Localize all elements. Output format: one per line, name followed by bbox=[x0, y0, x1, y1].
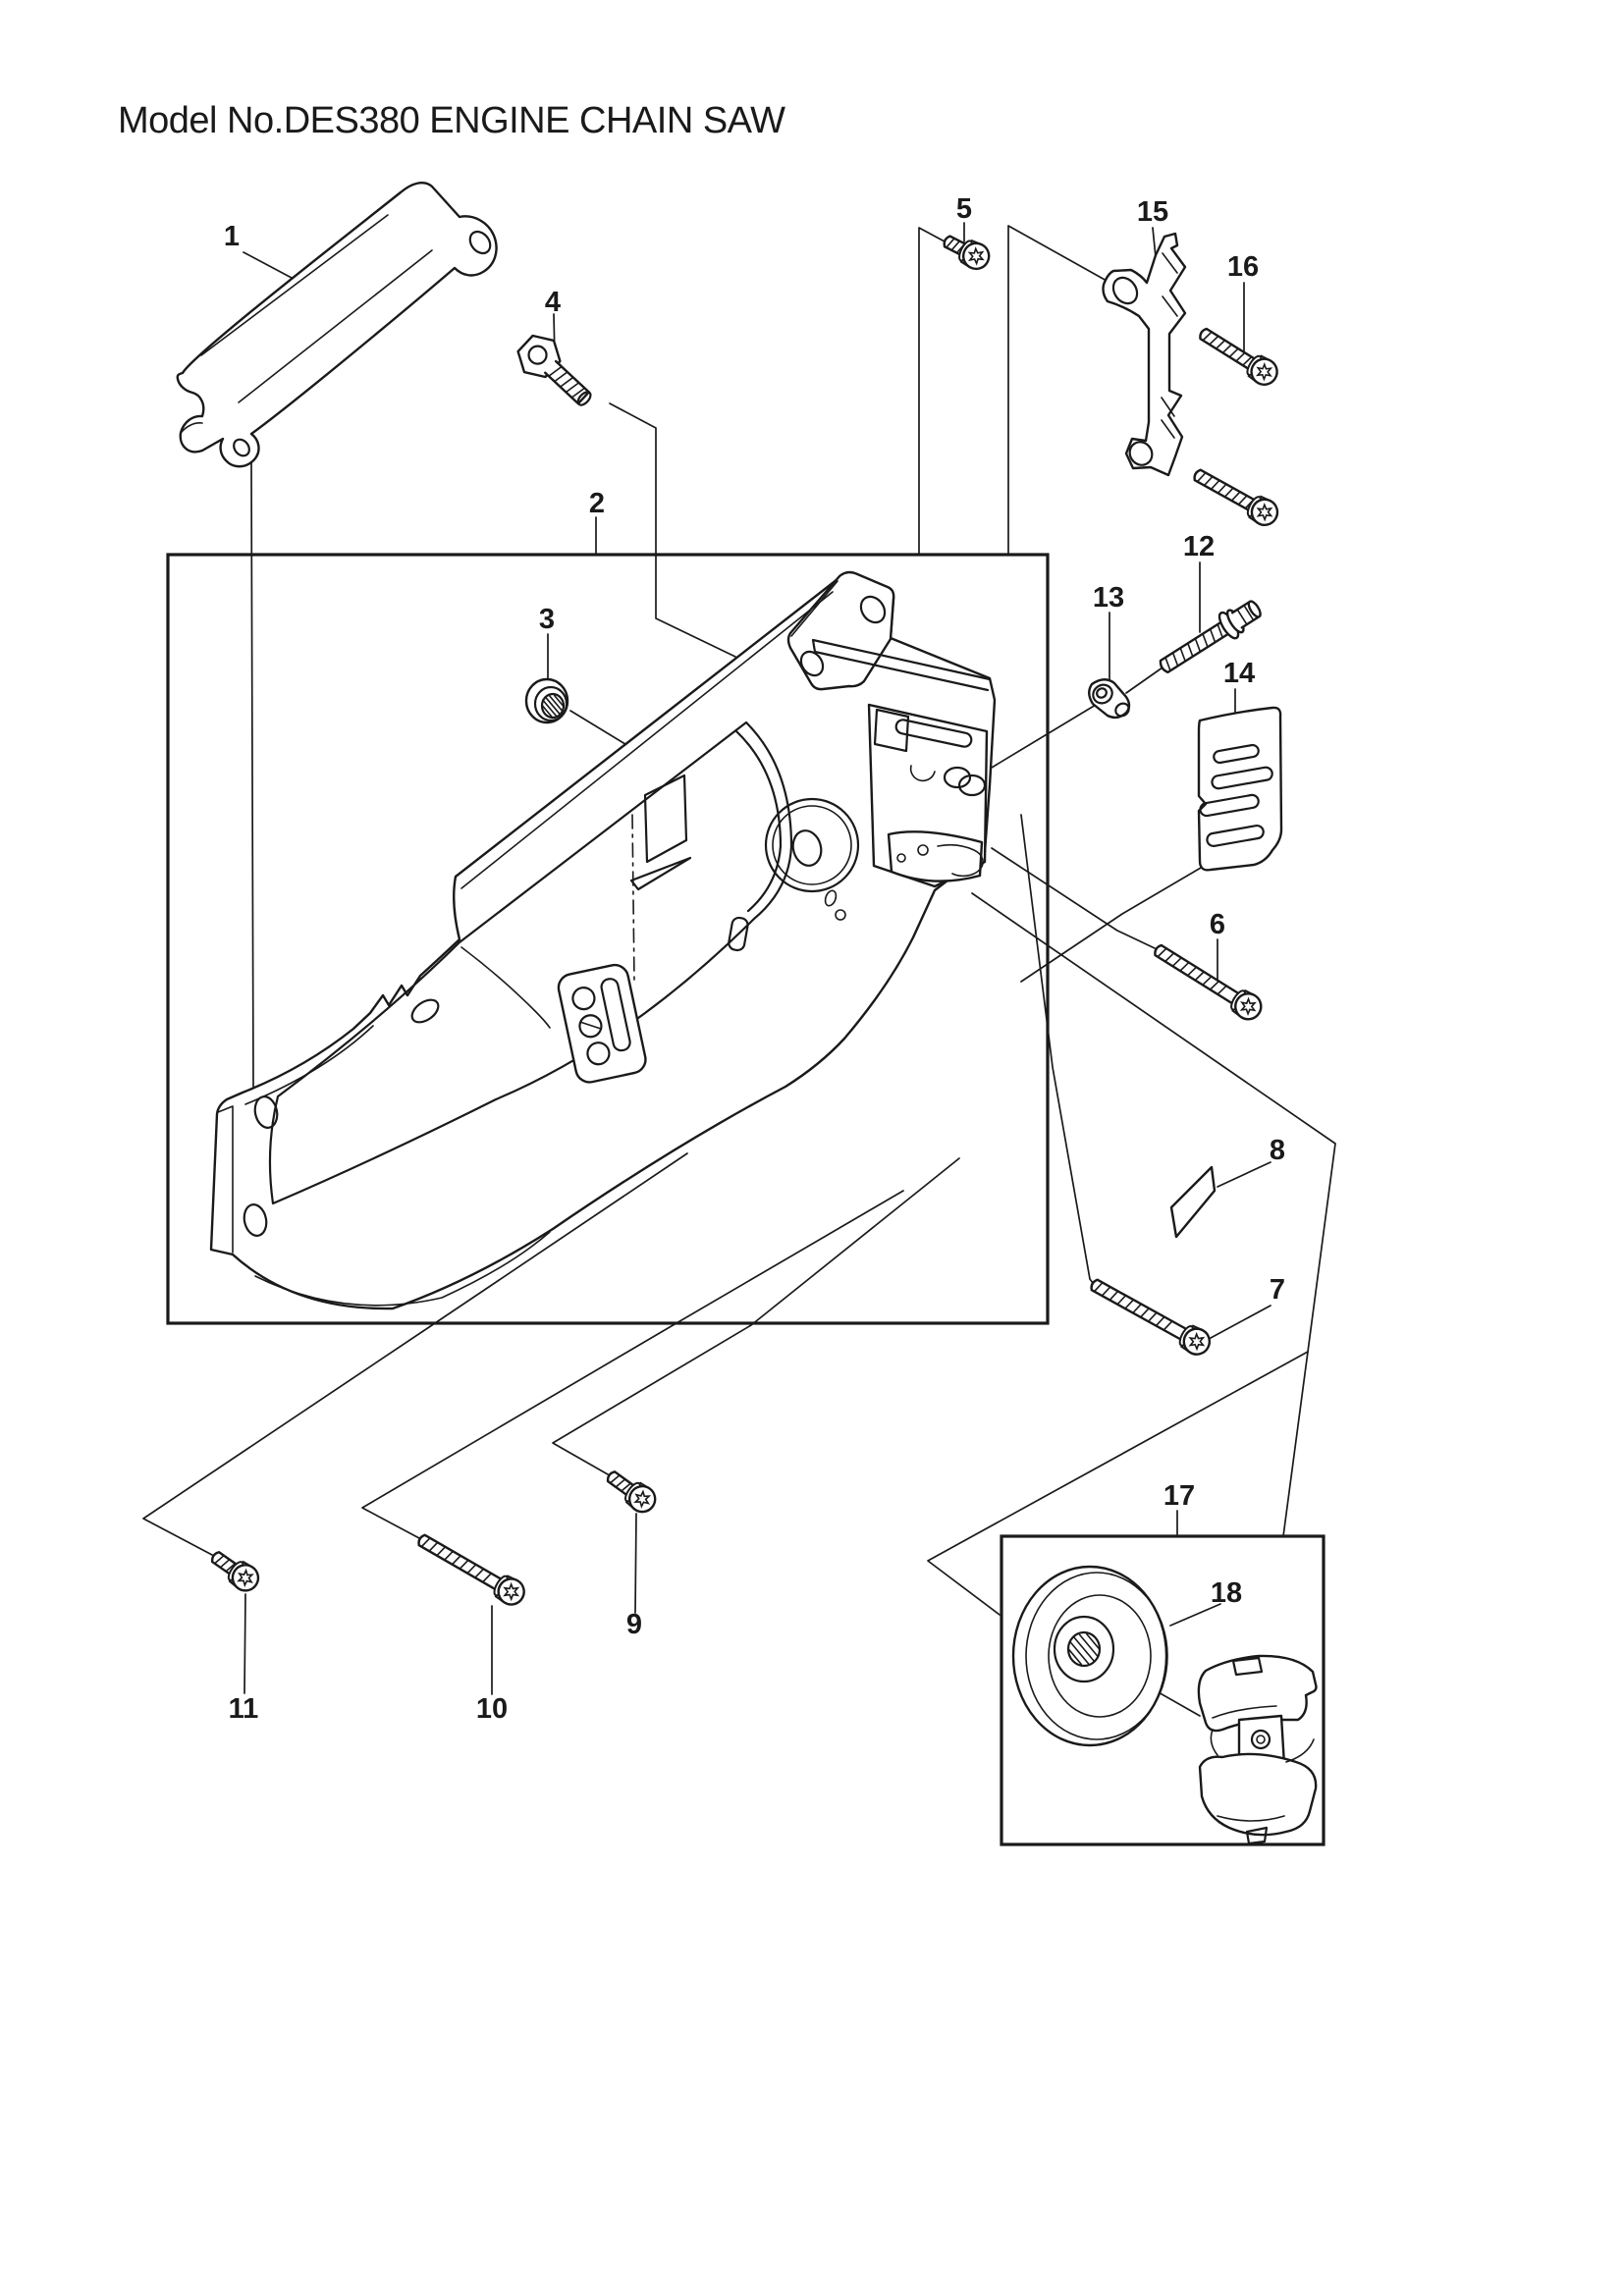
spike-thickness-lines bbox=[1161, 252, 1178, 439]
leader-part-17-install-a bbox=[971, 892, 1336, 1537]
part-label-14: 14 bbox=[1223, 658, 1255, 689]
housing-slot bbox=[728, 916, 749, 952]
part-15-spike-bumper bbox=[1102, 232, 1187, 477]
bearing-splines bbox=[541, 694, 566, 719]
diagram-title: Model No.DES380 ENGINE CHAIN SAW bbox=[118, 100, 785, 141]
leader-part-6-install bbox=[991, 847, 1156, 949]
part-label-18: 18 bbox=[1211, 1577, 1242, 1609]
foot-hole-upper bbox=[253, 1095, 279, 1129]
housing-centerline bbox=[631, 814, 635, 983]
bracket-hole-upper bbox=[859, 595, 887, 624]
part-label-3: 3 bbox=[539, 604, 555, 635]
part-12-stud-bolt bbox=[1159, 600, 1262, 674]
part-2-frame-box bbox=[166, 553, 1050, 1325]
foot-hole-lower bbox=[243, 1203, 268, 1237]
part-label-1: 1 bbox=[224, 221, 240, 252]
part-8-plate bbox=[1169, 1165, 1217, 1239]
part-number-labels: 1 2 3 4 5 6 7 8 9 10 11 12 13 14 15 16 1… bbox=[224, 193, 1285, 1725]
leader-part-1-install bbox=[250, 462, 254, 1088]
crank-bore-outer bbox=[764, 797, 860, 893]
part-9-screw bbox=[606, 1470, 662, 1519]
part-label-11: 11 bbox=[229, 1693, 259, 1725]
part-7-bolt bbox=[1090, 1278, 1216, 1361]
crank-bore-hub bbox=[791, 829, 823, 867]
leader-part-17-install-b bbox=[927, 1351, 1309, 1616]
part-16-bolt-a bbox=[1199, 327, 1283, 391]
part-label-6: 6 bbox=[1210, 909, 1225, 940]
part-label-10: 10 bbox=[476, 1693, 508, 1725]
part-11-screw bbox=[210, 1551, 265, 1597]
leader-part-9-install bbox=[552, 1157, 960, 1475]
part-label-13: 13 bbox=[1093, 582, 1124, 614]
leader-part-12-axis bbox=[1125, 667, 1163, 694]
part-label-8: 8 bbox=[1270, 1135, 1285, 1166]
housing-guard-band bbox=[734, 729, 783, 913]
part-17-clutch-drum bbox=[1011, 1565, 1168, 1747]
housing-carb-block bbox=[867, 703, 989, 888]
housing-guide-plate bbox=[643, 774, 688, 864]
part-16-bolt-b bbox=[1193, 468, 1283, 531]
leader-part-10-install bbox=[361, 1190, 904, 1539]
spike-hole-upper bbox=[1111, 276, 1139, 305]
bracket-hole-lower bbox=[799, 650, 825, 677]
crank-bore-rim bbox=[772, 805, 852, 885]
leader-part-5-install bbox=[918, 227, 946, 556]
part-label-9: 9 bbox=[626, 1609, 642, 1640]
drum-splines bbox=[1067, 1632, 1101, 1666]
handle-facet-lines bbox=[200, 214, 433, 403]
part-17-frame-box bbox=[1000, 1534, 1325, 1846]
leader-part-14-install bbox=[1020, 867, 1202, 983]
leader-part-4-install bbox=[609, 402, 736, 658]
part-10-screw bbox=[417, 1533, 530, 1611]
leader-part-7-install bbox=[1020, 814, 1094, 1284]
handle-eyelet-hole-lower bbox=[233, 438, 250, 457]
part-18-clutch-assembly bbox=[1197, 1654, 1318, 1845]
housing-foot-edge bbox=[217, 1105, 234, 1254]
housing-slab-edge bbox=[460, 591, 834, 889]
leader-part-9 bbox=[634, 1513, 637, 1614]
leader-lines bbox=[142, 222, 1336, 1717]
housing-outline bbox=[209, 572, 997, 1310]
housing-neck-line bbox=[460, 946, 551, 1029]
leader-part-11 bbox=[243, 1593, 246, 1694]
housing-guide-wedge bbox=[629, 856, 692, 891]
housing-shell-echo bbox=[254, 1231, 551, 1307]
leader-part-18 bbox=[1169, 1603, 1221, 1627]
part-label-17: 17 bbox=[1163, 1480, 1195, 1512]
leader-part-11-install bbox=[142, 1152, 688, 1556]
guard-plate-slots bbox=[1199, 743, 1273, 847]
part-3-needle-bearing bbox=[524, 677, 569, 724]
part-label-15: 15 bbox=[1137, 196, 1168, 228]
part-label-16: 16 bbox=[1227, 251, 1259, 283]
part-5-screw bbox=[943, 235, 995, 275]
part-2-crankcase-housing bbox=[209, 570, 997, 1310]
leader-part-7 bbox=[1210, 1305, 1271, 1339]
housing-deck-pad bbox=[811, 638, 992, 692]
part-4-socket-bolt bbox=[516, 334, 592, 406]
handle-eyelet-hole-upper bbox=[468, 230, 492, 255]
part-label-12: 12 bbox=[1183, 531, 1215, 562]
part-6-bolt bbox=[1154, 943, 1268, 1026]
part-1-handle-cover bbox=[176, 181, 498, 468]
part-13-pivot-fitting bbox=[1088, 678, 1131, 720]
housing-opening bbox=[268, 721, 793, 1205]
leader-part-15-install bbox=[1007, 225, 1116, 556]
part-label-2: 2 bbox=[589, 488, 605, 519]
part-14-guard-plate bbox=[1197, 706, 1283, 872]
housing-top-bracket bbox=[786, 570, 895, 691]
housing-grip-plate bbox=[557, 963, 647, 1084]
part-label-7: 7 bbox=[1270, 1274, 1285, 1306]
leader-part-8 bbox=[1217, 1161, 1271, 1188]
part-label-5: 5 bbox=[956, 193, 972, 225]
spike-hole-lower bbox=[1128, 441, 1154, 466]
handle-top-oval bbox=[410, 998, 440, 1024]
part-label-4: 4 bbox=[545, 287, 561, 318]
leader-part-15 bbox=[1152, 227, 1157, 258]
